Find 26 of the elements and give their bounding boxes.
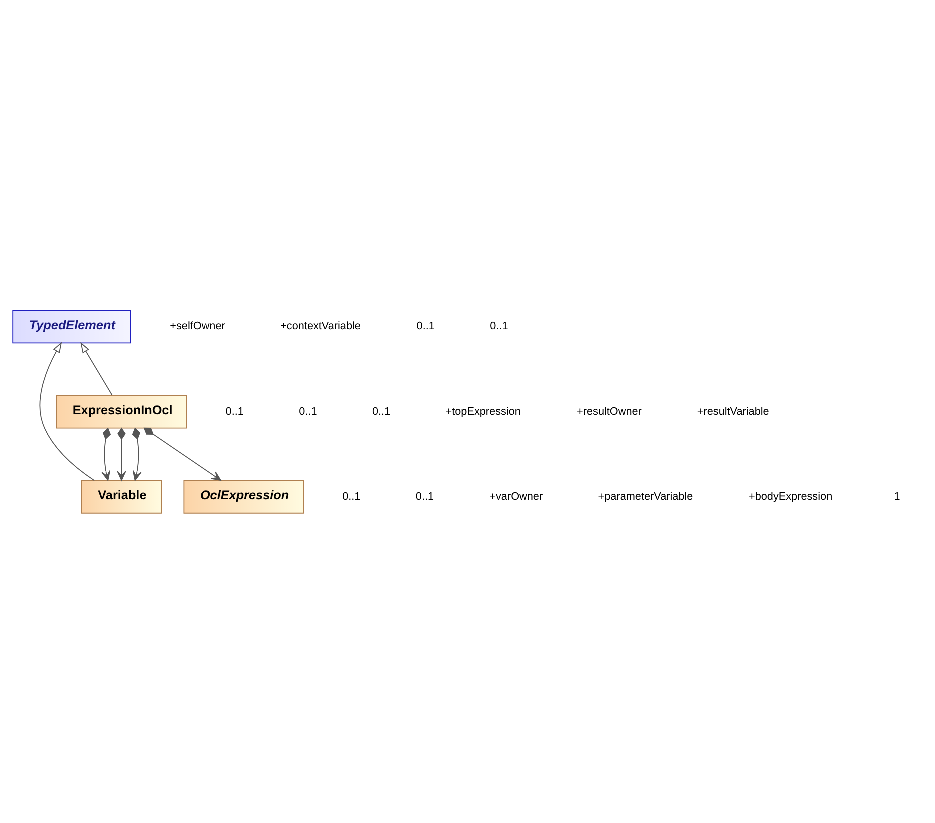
label: +bodyExpression xyxy=(749,490,833,502)
label: 0..1 xyxy=(226,405,244,418)
label: 0..1 xyxy=(416,320,435,332)
arrow xyxy=(102,427,112,481)
arrow xyxy=(144,427,222,480)
label: 0..1 xyxy=(372,405,391,418)
label: +parameterVariable xyxy=(598,490,694,502)
label: 1 xyxy=(894,490,900,502)
node-box: OclExpression xyxy=(184,480,304,514)
label: 0..1 xyxy=(490,320,508,332)
node-box: TypedElement xyxy=(12,310,132,344)
arrow xyxy=(40,342,96,481)
label: +resultOwner xyxy=(577,405,642,418)
label: 0..1 xyxy=(342,490,361,502)
arrow xyxy=(132,427,142,481)
label: +varOwner xyxy=(490,490,544,502)
label: +contextVariable xyxy=(280,320,361,332)
label: 0..1 xyxy=(416,490,434,502)
label: 0..1 xyxy=(299,405,318,418)
node-box: Variable xyxy=(81,480,162,514)
label: +selfOwner xyxy=(170,320,226,332)
node-box: ExpressionInOcl xyxy=(56,394,188,428)
arrow xyxy=(117,427,126,481)
label: +resultVariable xyxy=(697,405,770,418)
label: +topExpression xyxy=(446,405,521,418)
arrow xyxy=(80,342,113,396)
